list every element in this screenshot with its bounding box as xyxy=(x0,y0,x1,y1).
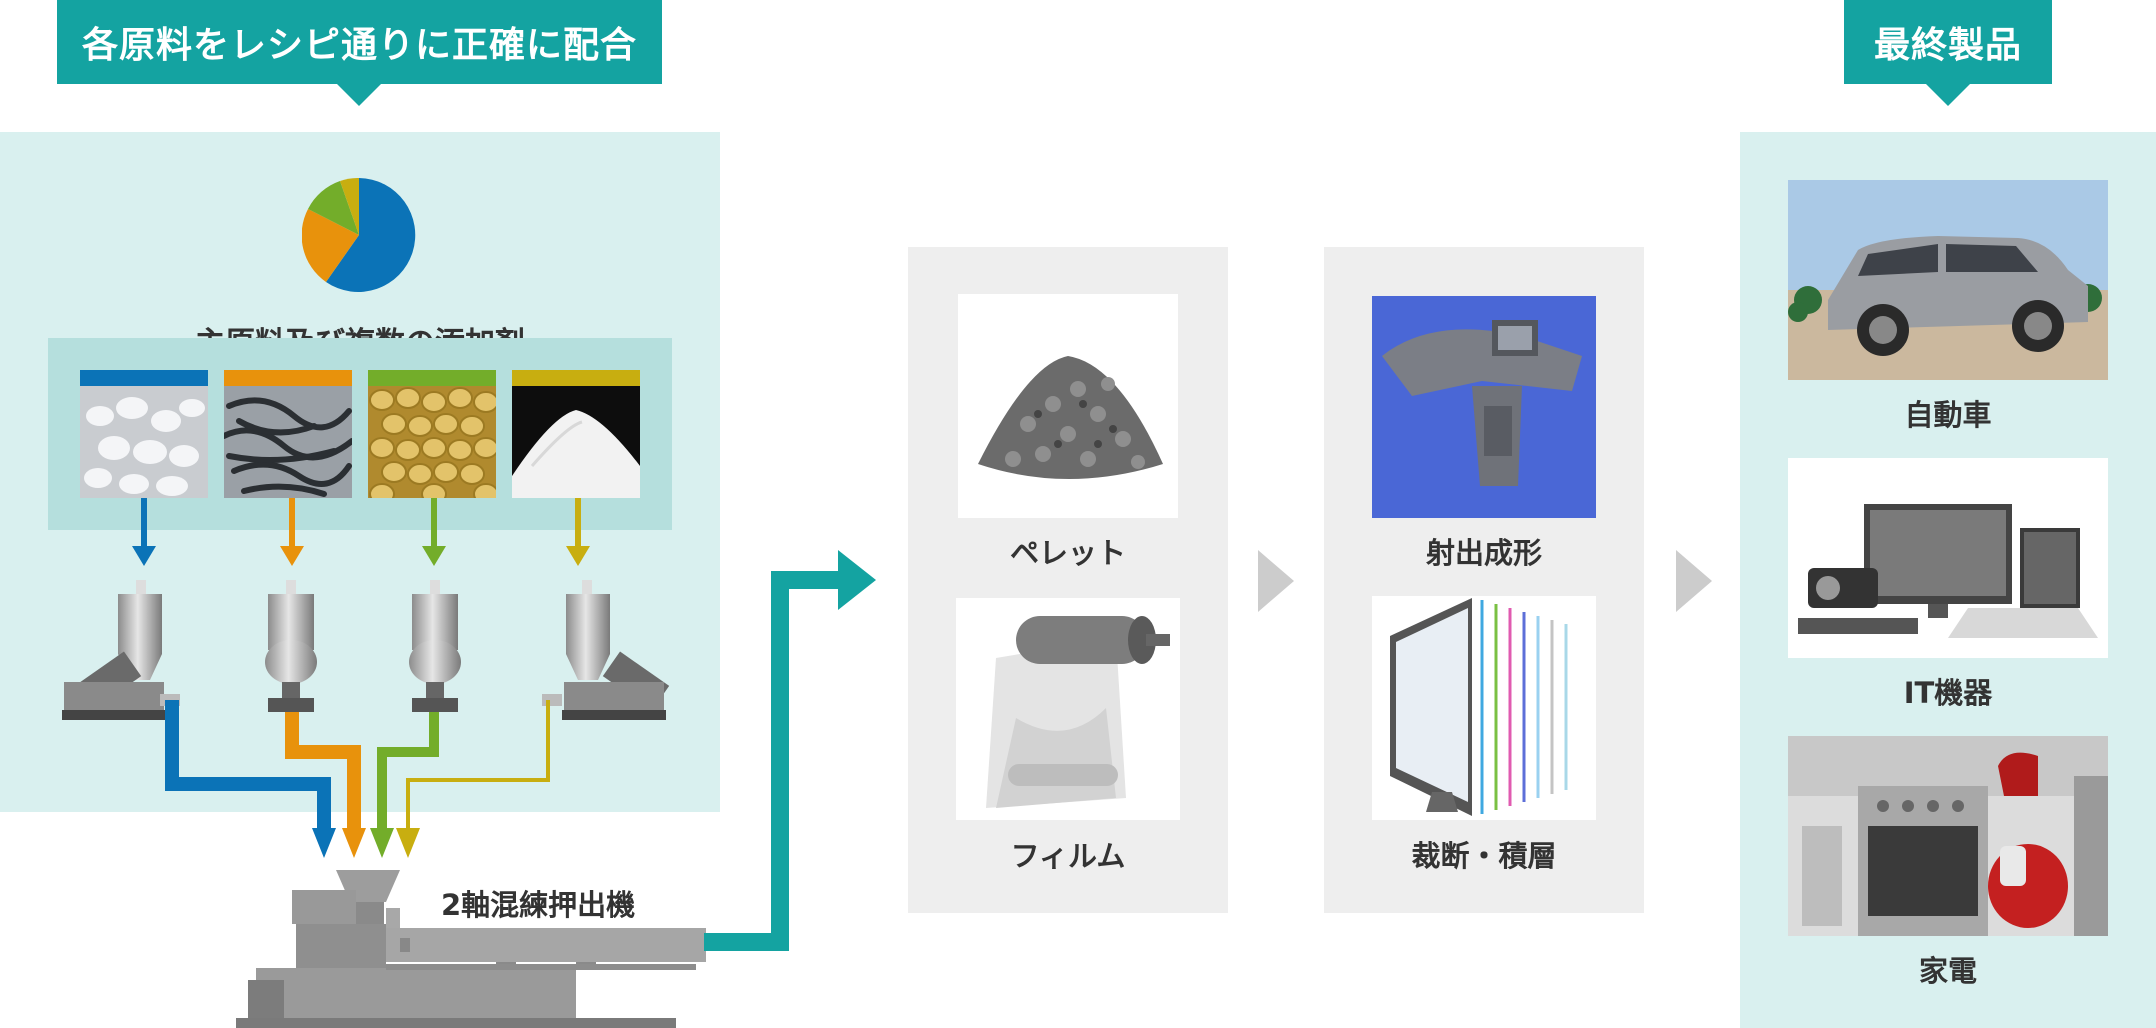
feeder-3 xyxy=(409,580,461,712)
right-banner: 最終製品 xyxy=(1844,0,2052,84)
ingredient-bar-4 xyxy=(512,370,640,386)
feeder-machines xyxy=(62,580,670,720)
processing-label-1: 射出成形 xyxy=(1425,536,1542,570)
processing-label-2: 裁断・積層 xyxy=(1411,839,1557,873)
pie-slice-fiber xyxy=(302,209,359,282)
home-appliances-image xyxy=(1788,736,2108,936)
it-equipment-image xyxy=(1788,458,2108,658)
pellet-image xyxy=(958,294,1178,518)
ingredient-bar-2 xyxy=(224,370,352,386)
chevron-right-icon xyxy=(1258,550,1294,612)
pie-slice-pellet xyxy=(308,181,359,235)
feed-pipes xyxy=(165,700,550,858)
final-label-car: 自動車 xyxy=(1904,398,1992,432)
car-image xyxy=(1788,180,2108,380)
output-pipe-arrow xyxy=(704,550,876,951)
extruder-label: 2軸混練押出機 xyxy=(441,888,636,922)
left-banner-arrow xyxy=(337,84,381,106)
feeder-4 xyxy=(542,580,670,720)
right-banner-arrow xyxy=(1926,84,1970,106)
ingredient-image-white-granules xyxy=(80,386,208,498)
pie-slice-main xyxy=(326,178,416,292)
intermediate-label-2: フィルム xyxy=(1010,839,1126,873)
cut-laminate-image xyxy=(1372,596,1596,820)
feed-arrows xyxy=(132,498,590,566)
final-label-it: IT機器 xyxy=(1903,676,1993,710)
feeder-2 xyxy=(265,580,317,712)
ingredient-image-white-powder xyxy=(512,386,640,498)
ingredient-bar-3 xyxy=(368,370,496,386)
intermediate-label-1: ペレット xyxy=(1009,536,1126,570)
recipe-pie-chart xyxy=(302,178,416,292)
ingredient-bar-1 xyxy=(80,370,208,386)
extruder-machine xyxy=(236,870,706,1028)
ingredient-image-yellow-pellets xyxy=(368,386,496,498)
film-image xyxy=(956,598,1180,820)
left-banner: 各原料をレシピ通りに正確に配合 xyxy=(57,0,662,84)
ingredient-image-black-fibers xyxy=(224,386,352,498)
pie-slice-powder xyxy=(340,178,359,235)
injection-molding-image xyxy=(1372,296,1596,518)
final-label-appliance: 家電 xyxy=(1918,954,1977,988)
chevron-right-icon xyxy=(1676,550,1712,612)
